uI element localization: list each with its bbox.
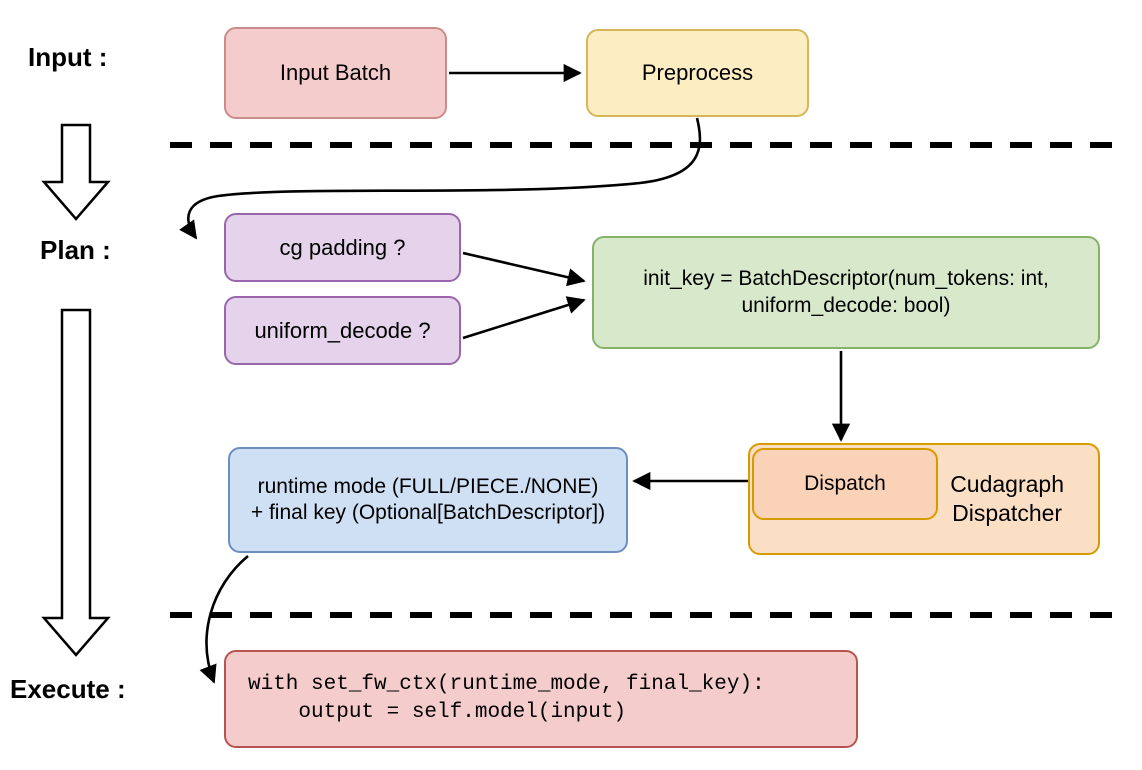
node-preprocess[interactable]: Preprocess [586,29,809,117]
node-cg-padding-label: cg padding ? [279,234,406,260]
edge-runtime-mode-to-exec [199,555,249,684]
node-runtime-mode-label: runtime mode (FULL/PIECE./NONE) + final … [250,474,606,524]
stage-label-input: Input : [28,42,108,72]
node-input-batch[interactable]: Input Batch [224,27,447,119]
block-arrow-input-to-plan [41,123,111,221]
block-arrow-plan-to-execute [41,308,111,657]
node-dispatch-label: Dispatch [804,471,886,495]
node-dispatch[interactable]: Dispatch [752,448,938,520]
node-preprocess-label: Preprocess [641,60,754,86]
stage-label-plan: Plan : [40,235,111,265]
node-cudagraph-dispatcher-label: Cudagraph Dispatcher [950,471,1064,526]
node-cg-padding[interactable]: cg padding ? [224,213,461,282]
edge-preprocess-to-plan [179,117,702,240]
node-input-batch-label: Input Batch [279,60,392,86]
node-execute-code[interactable]: with set_fw_ctx(runtime_mode, final_key)… [224,650,858,748]
node-uniform-decode[interactable]: uniform_decode ? [224,296,461,365]
node-uniform-decode-label: uniform_decode ? [254,317,431,343]
node-execute-code-label: with set_fw_ctx(runtime_mode, final_key)… [248,672,765,724]
node-init-key[interactable]: init_key = BatchDescriptor(num_tokens: i… [592,236,1100,349]
edge-uniform-decode-to-init-key [462,296,586,340]
node-runtime-mode[interactable]: runtime mode (FULL/PIECE./NONE) + final … [228,447,628,553]
stage-label-execute: Execute : [10,674,126,704]
edge-cg-padding-to-init-key [462,251,586,287]
node-init-key-label: init_key = BatchDescriptor(num_tokens: i… [643,267,1049,317]
